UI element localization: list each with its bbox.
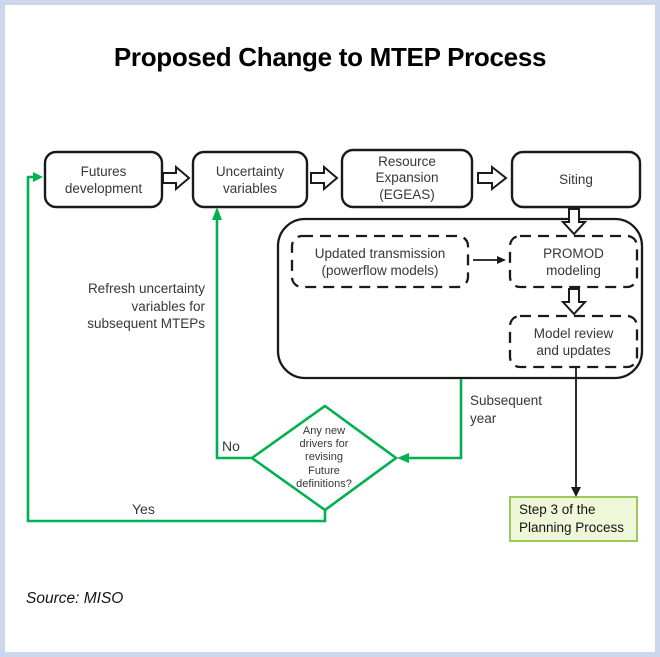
futures-development-box xyxy=(43,150,164,209)
arrowhead-down-icon xyxy=(571,487,581,497)
arrowhead-left-icon xyxy=(397,453,409,463)
step3-label: Step 3 of the Planning Process xyxy=(519,502,625,535)
block-arrow-right-icon xyxy=(477,164,508,192)
model-review-box xyxy=(508,314,639,369)
promod-modeling-box xyxy=(508,234,639,289)
resource-expansion-box xyxy=(340,148,474,209)
arrowhead-up-icon xyxy=(212,207,222,220)
uncertainty-variables-box xyxy=(191,150,309,209)
block-arrow-down-icon xyxy=(560,208,588,236)
block-arrow-right-icon xyxy=(310,164,339,192)
decision-diamond xyxy=(249,404,399,512)
page-title: Proposed Change to MTEP Process xyxy=(113,42,547,72)
block-arrow-right-icon xyxy=(162,164,191,192)
subsequent-year-connector xyxy=(405,379,463,460)
siting-box xyxy=(510,150,642,209)
yes-connector xyxy=(26,175,327,523)
source-note: Source: MISO xyxy=(26,590,124,607)
updated-transmission-box xyxy=(290,234,470,289)
step3-box xyxy=(509,496,638,542)
arrowhead-right-icon xyxy=(33,172,43,182)
arrowhead-right-icon xyxy=(497,256,506,264)
block-arrow-down-icon xyxy=(560,288,588,316)
no-connector xyxy=(215,214,252,460)
